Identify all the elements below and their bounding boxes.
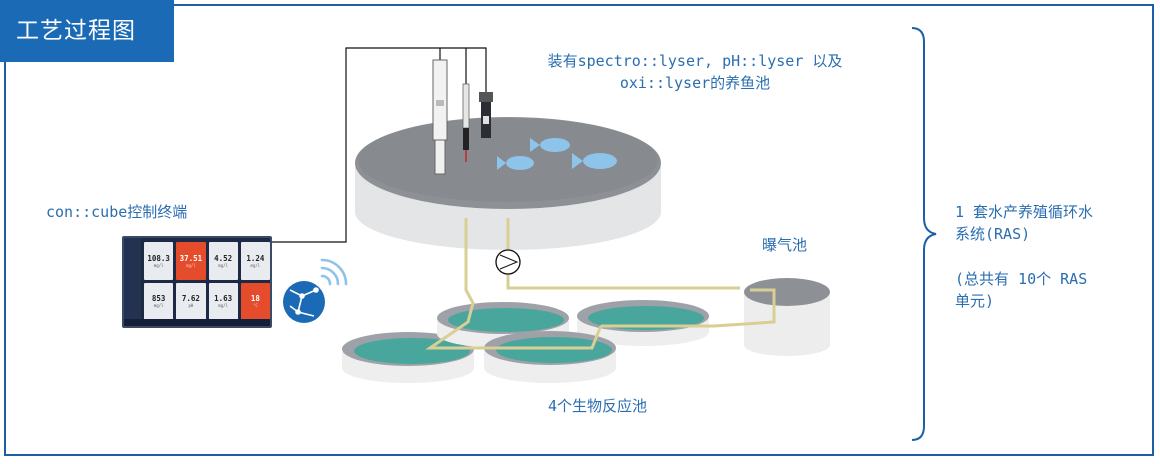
aeration-tank-label: 曝气池 <box>762 236 808 254</box>
tile-value: 853 <box>151 294 166 304</box>
bioreactor-tank-3 <box>577 300 709 346</box>
spectro-lyser-probe <box>432 59 448 175</box>
ras-system-label: 1 套水产养殖循环水 系统(RAS) <box>955 201 1093 245</box>
globe-network-icon <box>283 281 325 323</box>
page-title: 工艺过程图 <box>0 0 174 62</box>
bioreactor-tank-1 <box>342 332 474 383</box>
tablet-sidebar <box>124 238 141 326</box>
tile-value: 37.51 <box>179 253 203 263</box>
system-brace <box>911 27 937 441</box>
aeration-tank <box>744 278 830 356</box>
tile-value: 7.62 <box>181 294 200 304</box>
tablet-status-bar <box>124 319 270 326</box>
ras-count-note: (总共有 10个 RAS 单元) <box>955 268 1087 312</box>
ras-count-note-line1: (总共有 10个 RAS <box>955 270 1088 288</box>
tile-value: 18 <box>250 294 260 304</box>
bioreactor-label: 4个生物反应池 <box>548 397 648 415</box>
ras-system-label-line1: 1 套水产养殖循环水 <box>955 203 1094 221</box>
tile-value: 108.3 <box>147 253 170 263</box>
ras-system-label-line2: 系统(RAS) <box>955 225 1031 243</box>
control-terminal-label: con::cube控制终端 <box>46 203 188 221</box>
pump-icon <box>495 249 521 275</box>
sensor-cable <box>272 47 487 243</box>
tablet-tile-alert: 18°C <box>240 282 270 320</box>
tile-value: 4.52 <box>214 253 233 263</box>
fish-icon <box>497 138 617 170</box>
ras-count-note-line2: 单元) <box>955 292 995 310</box>
tile-value: 1.24 <box>246 253 265 263</box>
wifi-signal-icon <box>320 258 348 286</box>
tile-value: 1.63 <box>214 294 233 304</box>
bioreactor-tank-4 <box>484 331 616 383</box>
fish-pond-label-line1: 装有spectro::lyser, pH::lyser 以及 <box>547 52 843 70</box>
water-pipes <box>425 218 776 350</box>
fish-pond-label-line2: oxi::lyser的养鱼池 <box>619 74 771 92</box>
fish-pond-label: 装有spectro::lyser, pH::lyser 以及 oxi::lyse… <box>505 50 885 94</box>
ph-lyser-probe <box>462 83 470 162</box>
oxi-lyser-probe <box>479 92 493 138</box>
